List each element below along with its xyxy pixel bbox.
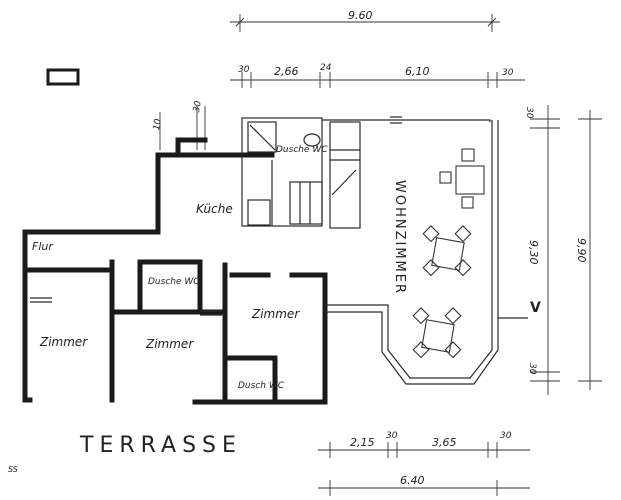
chair [444, 307, 462, 325]
chair [422, 225, 440, 243]
chimney-symbol [46, 68, 80, 86]
section-mark-label: V [530, 300, 541, 316]
dim-upper-left-1: 10 [152, 118, 164, 131]
dim-right-segment: 9,30 [527, 240, 540, 265]
room-middle-label: Zimmer [145, 337, 194, 351]
room-hallway-label: Flur [32, 240, 54, 253]
dim-top-wall-right: 30 [502, 68, 514, 78]
dim-right-wall-top: 30 [524, 107, 534, 119]
chair [422, 259, 440, 277]
chair [454, 225, 472, 243]
terrace-label: TERRASSE [79, 433, 242, 458]
chair [439, 171, 452, 184]
room-left-label: Zimmer [39, 335, 88, 349]
dim-bottom-segment-2: 3,65 [432, 436, 457, 449]
dining-table-lower [421, 319, 455, 353]
chair [461, 196, 474, 209]
dimension-lines [159, 14, 602, 496]
room-right-label: Zimmer [251, 307, 300, 321]
interior-lines [30, 116, 528, 385]
room-shower-bottom-label: Dusch WC [238, 381, 285, 391]
corner-note-label: SS [8, 465, 18, 474]
chair [461, 148, 475, 162]
dining-table-middle [431, 237, 465, 271]
room-kitchen-label: Küche [196, 202, 233, 216]
dining-table-top [455, 165, 485, 195]
dim-bottom-total: 6.40 [400, 474, 425, 487]
room-shower-upper-label: Dusche WC [276, 145, 328, 155]
dim-top-total: 9.60 [348, 9, 373, 22]
chair [444, 341, 462, 359]
chair [412, 341, 430, 359]
room-living-label: WOHNZIMMER [392, 180, 407, 295]
furniture [412, 148, 485, 359]
dimension-labels: 9.60 30 2,66 24 6,10 30 10 30 30 9,30 9,… [152, 9, 588, 487]
dim-top-wall-left: 30 [238, 65, 250, 75]
dim-bottom-wall-mid: 30 [386, 431, 398, 441]
room-labels: Küche Dusche WC Flur Dusche WC Zimmer Zi… [32, 145, 407, 391]
dim-top-segment-2: 6,10 [405, 65, 430, 78]
chair [454, 259, 472, 277]
dim-top-wall-mid: 24 [320, 63, 332, 73]
dim-bottom-segment-1: 2,15 [350, 436, 375, 449]
dim-bottom-wall-right: 30 [500, 431, 512, 441]
walls [22, 137, 328, 405]
chair [412, 307, 430, 325]
dim-right-total: 9,90 [575, 238, 588, 263]
dim-right-wall-bottom: 30 [527, 363, 537, 375]
room-shower-middle-label: Dusche WC [148, 277, 200, 287]
dim-top-segment-1: 2,66 [274, 65, 299, 78]
dim-upper-left-2: 30 [192, 100, 204, 113]
